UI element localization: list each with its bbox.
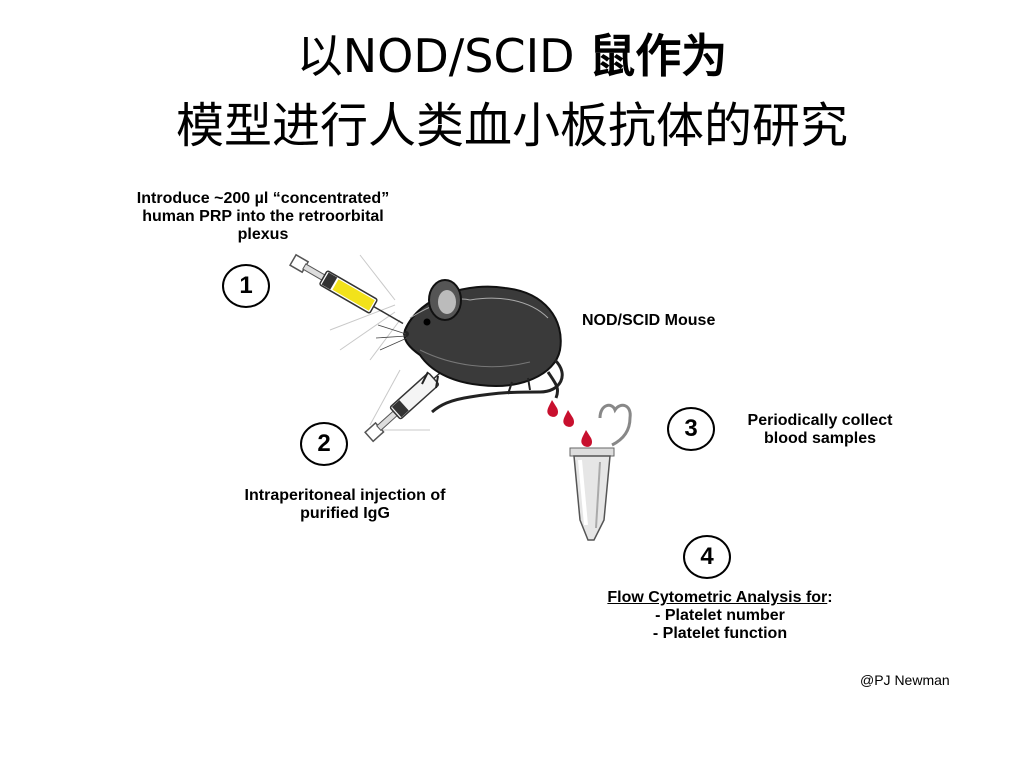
mouse-illustration (375, 279, 564, 414)
step-4-colon: : (827, 589, 833, 606)
step-3-line-2: blood samples (763, 430, 877, 447)
syringe-fluid (332, 279, 375, 311)
mouse-label: NOD/SCID Mouse (582, 312, 716, 329)
step-2-badge: 2 (300, 422, 348, 466)
step-4-item-1: - Platelet number (655, 607, 785, 624)
step-2-line-1: Intraperitoneal injection of (244, 487, 446, 504)
step-2-label: Intraperitoneal injection of purified Ig… (215, 487, 475, 523)
syringe-icon-1 (289, 253, 404, 325)
step-4-label: Flow Cytometric Analysis for: - Platelet… (570, 589, 870, 643)
step-3-line-1: Periodically collect (747, 412, 893, 429)
credit-label: @PJ Newman (860, 672, 950, 688)
step-3-label: Periodically collect blood samples (725, 412, 915, 448)
step-2-line-2: purified IgG (300, 505, 390, 522)
step-4-item-2: - Platelet function (652, 625, 788, 642)
intro-label: Introduce ~200 µl “concentrated” human P… (98, 190, 428, 244)
step-3-badge: 3 (667, 407, 715, 451)
title-bold: 鼠作为 (589, 29, 728, 83)
intro-line-1: Introduce ~200 µl “concentrated” (136, 190, 390, 207)
title-prefix: 以NOD/SCID (296, 29, 590, 83)
intro-line-3: plexus (237, 226, 289, 243)
blood-drop-icon (563, 410, 575, 427)
blood-drop-icon (547, 400, 559, 417)
slide-title-line2: 模型进行人类血小板抗体的研究 (175, 98, 848, 154)
collection-tube-icon (569, 403, 632, 541)
step-4-heading: Flow Cytometric Analysis for (607, 589, 828, 606)
blood-drop-icon (581, 430, 593, 447)
step-4-badge: 4 (683, 535, 731, 579)
intro-line-2: human PRP into the retroorbital (142, 208, 384, 225)
blood-drop-icons (547, 400, 593, 447)
slide-title-line1: 以NOD/SCID 鼠作为 (0, 28, 1024, 84)
step-1-badge: 1 (222, 264, 270, 308)
